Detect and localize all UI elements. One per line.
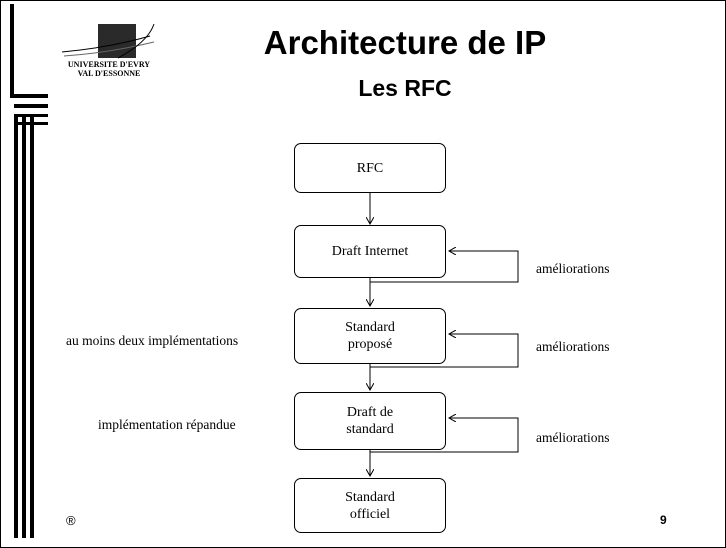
- logo-line-1: UNIVERSITE D'EVRY: [67, 60, 151, 69]
- box-draft-internet-label-1: Draft Internet: [331, 244, 409, 259]
- university-name: UNIVERSITE D'EVRY VAL D'ESSONNE: [44, 60, 174, 78]
- side-note-2: implémentation répandue: [98, 417, 236, 432]
- university-logo: [61, 23, 155, 59]
- box-standard-propose-label-1: Standard: [345, 320, 395, 335]
- box-standard-propose-label-2: proposé: [347, 337, 393, 352]
- side-note-1: au moins deux implémentations: [66, 333, 239, 348]
- box-standard-propose: Standard proposé: [294, 308, 446, 364]
- slide-subtitle: Les RFC: [358, 75, 452, 101]
- slide-title: Architecture de IP: [263, 24, 547, 61]
- box-standard-officiel: Standard officiel: [294, 478, 446, 533]
- feedback-label-3: améliorations: [536, 430, 610, 445]
- box-draft-internet: Draft Internet: [294, 225, 446, 278]
- box-draft-de-standard-label-2: standard: [346, 422, 394, 437]
- box-draft-de-standard-label-1: Draft de: [346, 405, 394, 420]
- box-standard-officiel-label-2: officiel: [349, 506, 391, 522]
- registered-symbol: ®: [66, 513, 76, 528]
- box-draft-de-standard: Draft de standard: [294, 392, 446, 450]
- box-rfc-label-1: RFC: [356, 160, 384, 176]
- box-rfc: RFC: [294, 143, 446, 193]
- logo-line-2: VAL D'ESSONNE: [77, 69, 141, 78]
- page-number: 9: [660, 513, 667, 527]
- box-standard-officiel-label-1: Standard: [345, 489, 395, 505]
- feedback-label-1: améliorations: [536, 261, 610, 276]
- feedback-label-2: améliorations: [536, 339, 610, 354]
